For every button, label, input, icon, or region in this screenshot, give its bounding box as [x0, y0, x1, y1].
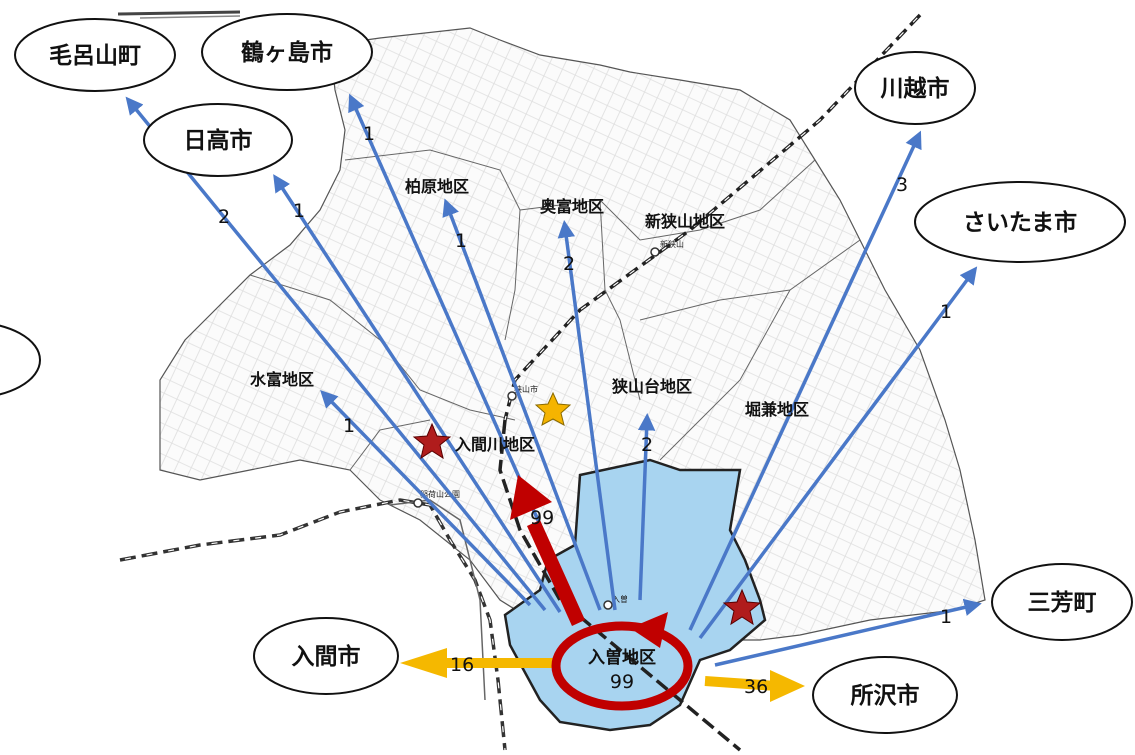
flow-line-saitama — [698, 266, 978, 640]
origin-self-count: 99 — [610, 671, 634, 693]
flow-count-sayamadai: 2 — [641, 434, 653, 456]
arrow-iruma-shaft — [445, 658, 555, 668]
destination-hidaka: 日高市 — [143, 103, 293, 177]
flow-count-kashiwabara: 1 — [455, 230, 467, 252]
flow-line-kashiwabara — [442, 198, 602, 611]
flow-line-sayamadai — [637, 413, 656, 601]
origin-district-label: 入曽地区 — [588, 647, 656, 668]
district-label-irumagawa: 入間川地区 — [455, 435, 535, 454]
district-label-shinsayama: 新狭山地区 — [645, 212, 725, 231]
destination-moroyama: 毛呂山町 — [14, 18, 176, 92]
destination-label-iruma: 入間市 — [292, 643, 361, 670]
destination-iruma: 入間市 — [253, 617, 399, 695]
internal-flow — [510, 475, 693, 711]
district-label-horikane: 堀兼地区 — [745, 400, 809, 419]
destination-kawagoe: 川越市 — [854, 51, 976, 125]
destination-ovals: 毛呂山町 鶴ヶ島市 日高市 川越市 さいたま市 三芳町 入間市 所沢市 — [0, 13, 1133, 734]
destination-saitama: さいたま市 — [914, 181, 1126, 263]
destination-miyoshi: 三芳町 — [991, 563, 1133, 641]
station-marker — [603, 600, 613, 610]
arrow-irumagawa-shaft — [527, 520, 585, 626]
city-hall-star — [534, 391, 572, 426]
destination-label-miyoshi: 三芳町 — [1028, 589, 1097, 616]
flow-count-hidaka: 1 — [293, 200, 305, 222]
arrow-tokorozawa-head — [770, 670, 805, 702]
station-marker — [507, 391, 517, 401]
flow-line-kawagoe — [688, 130, 922, 631]
station-label-shinsayama: 新狭山 — [660, 239, 684, 249]
destination-label-tokorozawa: 所沢市 — [851, 682, 920, 709]
arrow-irumagawa-head — [510, 475, 552, 520]
arrow-tokorozawa-shaft — [704, 676, 776, 691]
district-boundaries — [249, 149, 861, 471]
district-label-sayamadai: 狭山台地区 — [611, 377, 692, 396]
district-label-kashiwabara: 柏原地区 — [405, 177, 469, 196]
facility-star — [722, 588, 762, 626]
station-label-inariyama: 稲荷山公園 — [420, 489, 460, 499]
district-label-mizutomi: 水富地区 — [250, 370, 314, 389]
flow-count-moroyama: 2 — [218, 206, 230, 228]
district-labels: 柏原地区 奥富地区 新狭山地区 水富地区 狭山台地区 堀兼地区 入間川地区 — [250, 177, 809, 454]
destination-partial-offscreen — [0, 324, 41, 396]
destination-label-hidaka: 日高市 — [184, 127, 253, 154]
self-flow-arrowhead — [630, 612, 668, 648]
station-marker — [413, 498, 423, 508]
station-marker — [650, 247, 660, 257]
flow-line-hidaka — [273, 174, 562, 613]
flow-count-saitama: 1 — [940, 301, 952, 323]
destination-tsurugashima: 鶴ヶ島市 — [201, 13, 373, 91]
map-road-top — [117, 10, 241, 16]
destination-label-kawagoe: 川越市 — [881, 75, 950, 102]
destination-tokorozawa: 所沢市 — [812, 656, 958, 734]
outflow-arrows — [400, 648, 805, 702]
flow-count-kawagoe: 3 — [896, 174, 908, 196]
arrow-iruma-head — [400, 648, 447, 678]
flow-counts: 2 1 1 1 2 1 2 3 1 1 99 16 36 — [218, 123, 952, 698]
flow-count-miyoshi: 1 — [940, 606, 952, 628]
station-label-sayamashi: 狭山市 — [514, 384, 538, 394]
self-flow-loop — [551, 621, 693, 711]
flow-count-mizutomi: 1 — [343, 415, 355, 437]
flow-count-okutomi: 2 — [563, 253, 575, 275]
flow-line-okutomi — [557, 220, 617, 611]
iriso-district-area — [503, 458, 767, 732]
flow-line-miyoshi — [714, 598, 982, 667]
station-label-iriso: 入曽 — [612, 594, 628, 604]
district-label-okutomi: 奥富地区 — [540, 197, 604, 216]
flow-count-tokorozawa: 36 — [744, 676, 768, 698]
flow-line-mizutomi — [320, 389, 532, 607]
markers — [412, 391, 762, 626]
flow-count-iruma: 16 — [450, 654, 474, 676]
destination-label-saitama: さいたま市 — [963, 209, 1077, 236]
flow-count-irumagawa: 99 — [530, 507, 554, 529]
destination-label-tsurugashima: 鶴ヶ島市 — [241, 39, 333, 66]
flow-line-moroyama — [125, 96, 547, 612]
stations: 新狭山 狭山市 入曽 稲荷山公園 — [413, 239, 684, 610]
flow-count-tsurugashima: 1 — [363, 123, 375, 145]
destination-label-moroyama: 毛呂山町 — [49, 43, 141, 69]
facility-star — [412, 422, 452, 460]
